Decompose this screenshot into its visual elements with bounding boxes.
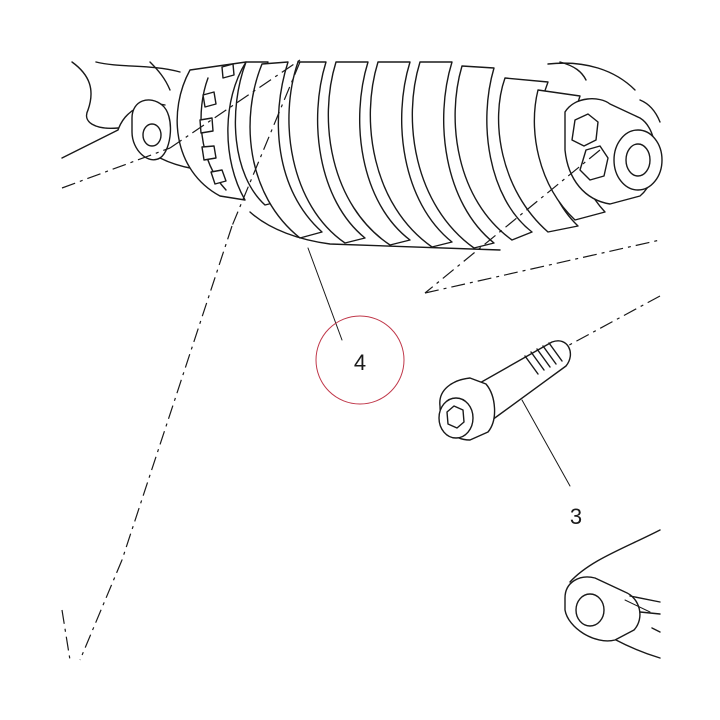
- callout-number-4: 4: [354, 350, 366, 375]
- cap-screw: [438, 340, 571, 441]
- leader-line-3: [521, 399, 571, 487]
- axis-lines: [61, 59, 661, 661]
- callout-number-3: 3: [570, 504, 582, 529]
- leader-line-4: [307, 247, 343, 341]
- lower-bracket: [564, 529, 661, 659]
- frame-bracket: [61, 61, 226, 172]
- highlight-circle: [315, 315, 405, 405]
- shock-absorber: [176, 61, 663, 251]
